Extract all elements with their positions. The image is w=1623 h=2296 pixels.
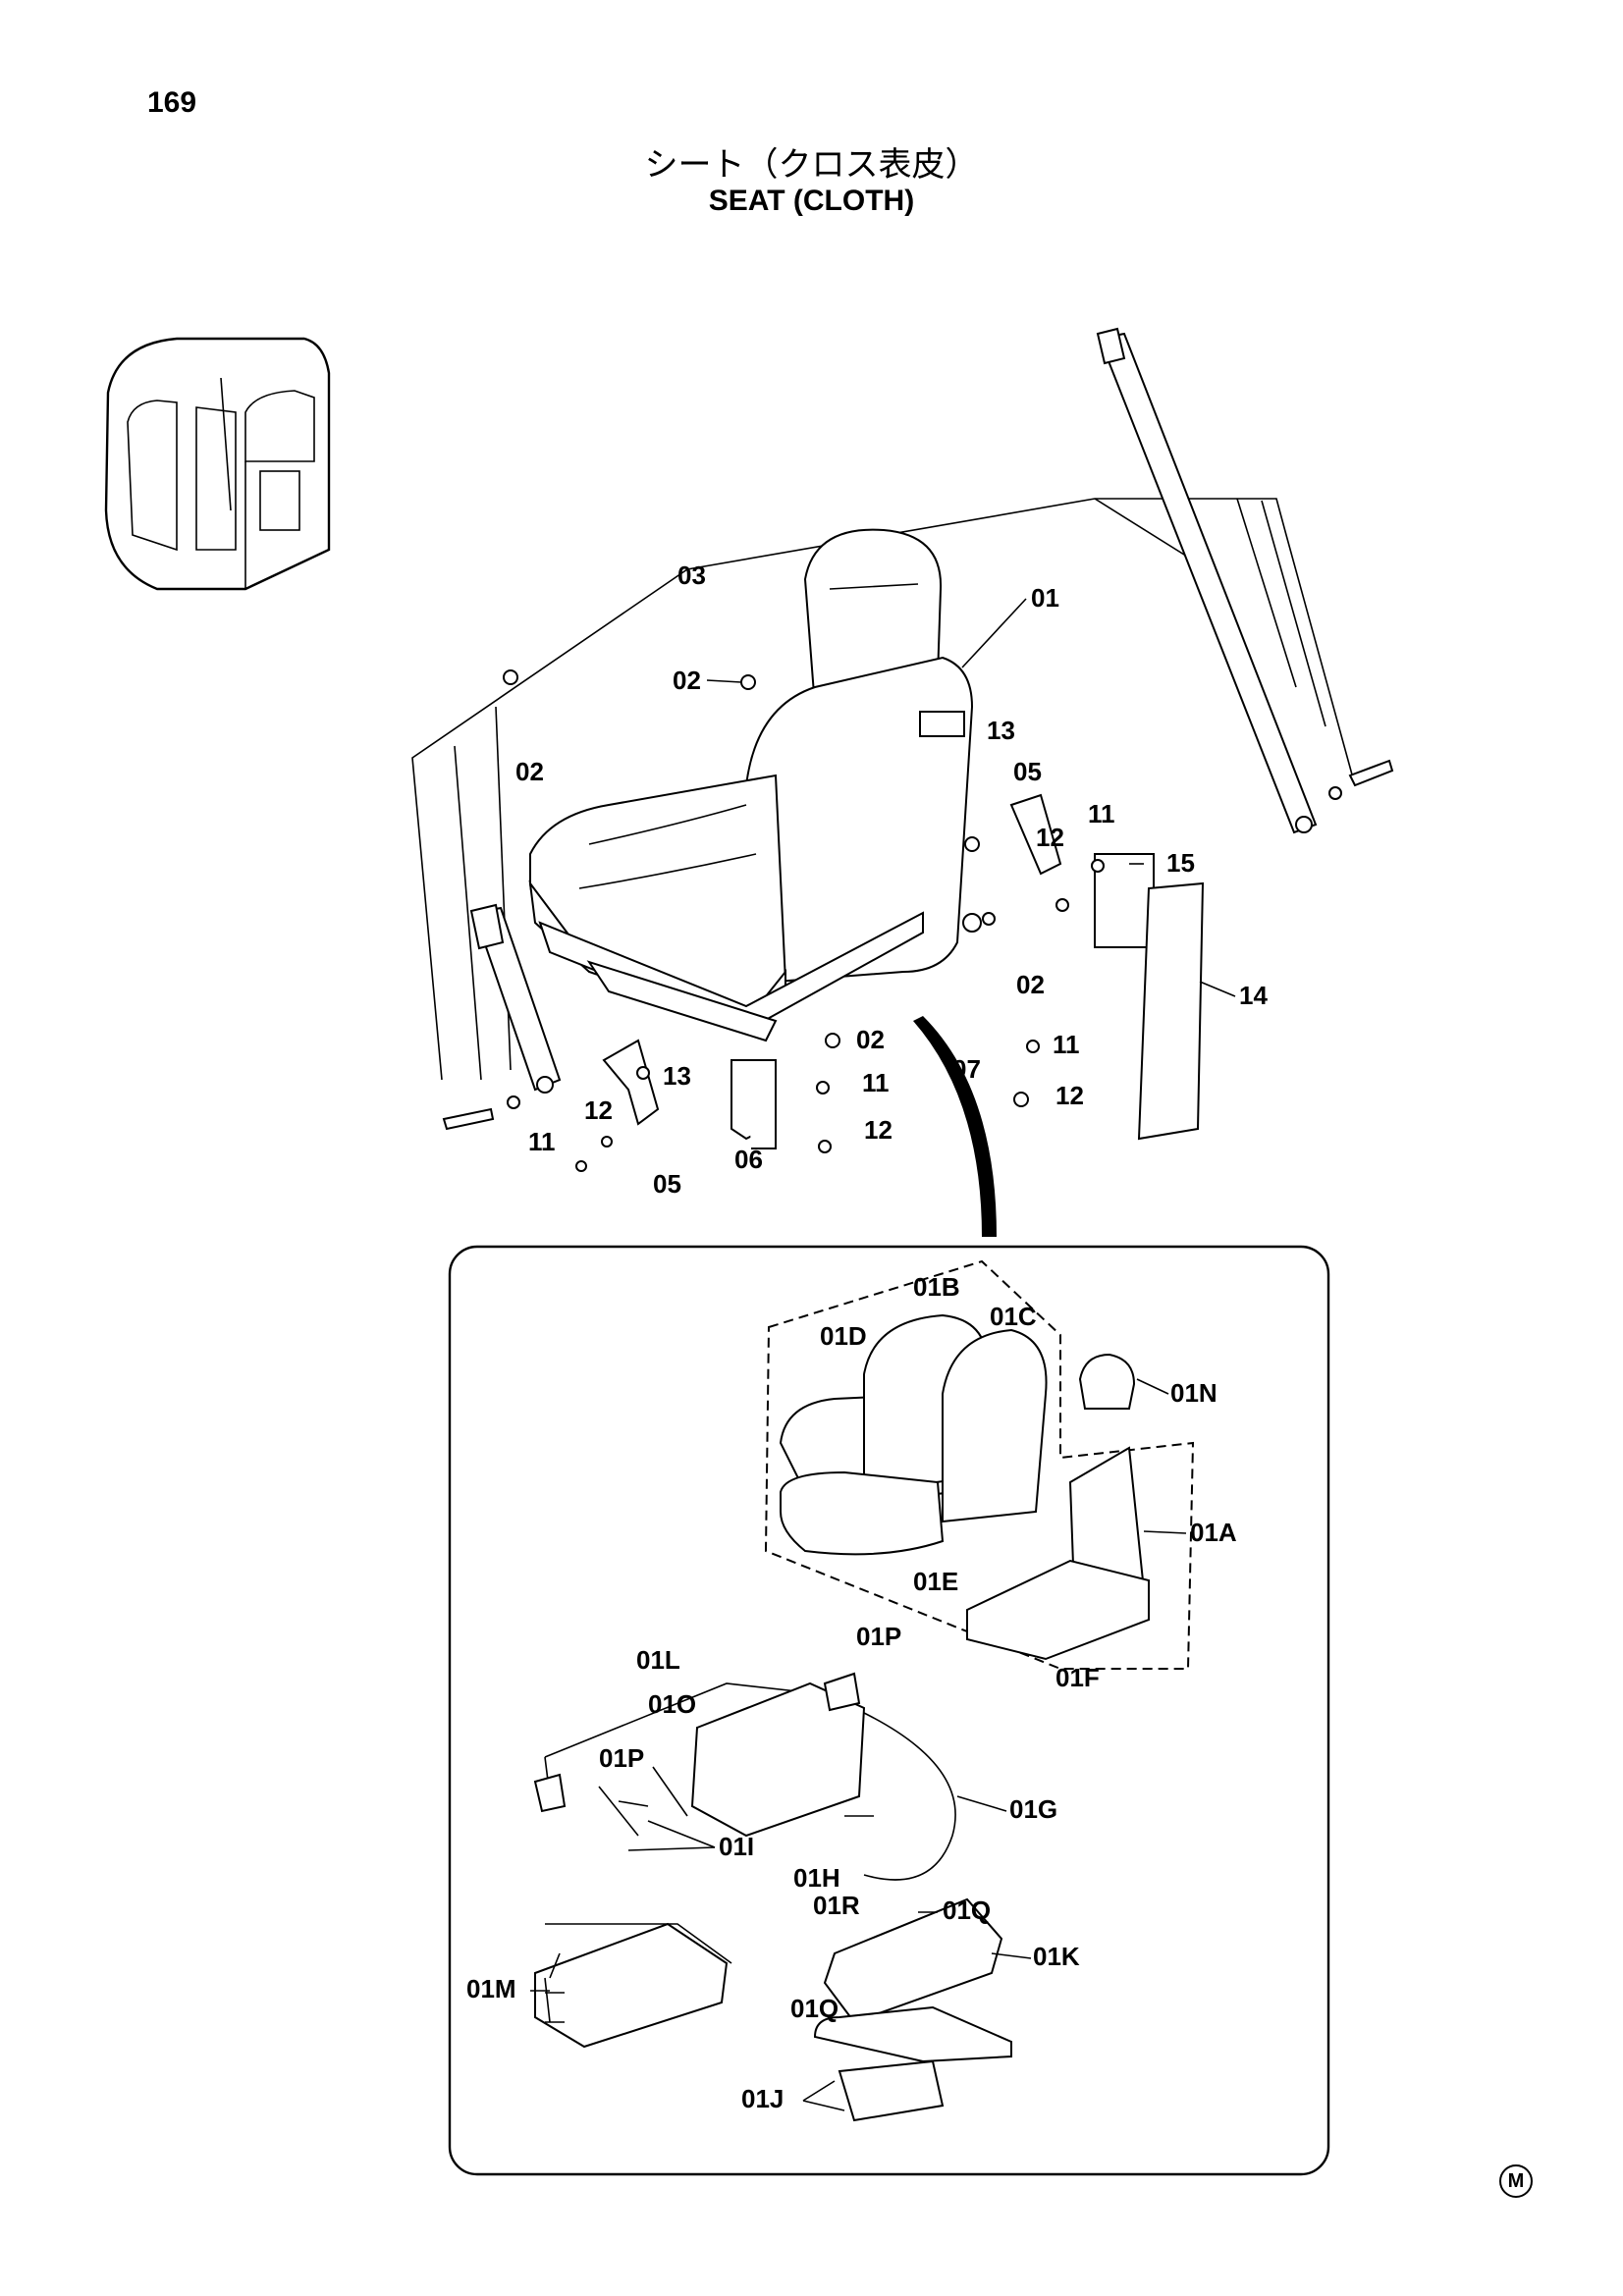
leader-lines	[530, 598, 1236, 2111]
label-01I: 01I	[719, 1832, 754, 1861]
label-15: 15	[1166, 848, 1195, 878]
label-03: 03	[677, 561, 706, 590]
label-02-right: 02	[1016, 970, 1045, 999]
label-01A: 01A	[1190, 1518, 1237, 1547]
label-11-right-top: 11	[1088, 799, 1115, 828]
label-01F: 01F	[1055, 1663, 1100, 1692]
page-number: 169	[147, 86, 197, 119]
label-01Q-right: 01Q	[943, 1896, 991, 1925]
label-01M: 01M	[466, 1974, 516, 2003]
seat-belt-right	[1096, 327, 1394, 834]
label-05-right: 05	[1013, 757, 1042, 786]
part-labels: 03 01 02 02 13 05 11 12 15 14 02 02 07 1…	[466, 561, 1268, 2113]
label-01B: 01B	[913, 1272, 960, 1302]
label-01D: 01D	[820, 1321, 867, 1351]
label-02-top: 02	[673, 666, 701, 695]
label-01C: 01C	[990, 1302, 1037, 1331]
label-01P-left: 01P	[599, 1743, 644, 1773]
label-02-left: 02	[515, 757, 544, 786]
suspension-parts	[533, 1672, 1012, 2122]
label-11-center: 11	[862, 1068, 890, 1097]
corner-mark: M	[1499, 2164, 1533, 2198]
detail-box	[448, 1245, 1330, 2176]
label-01O: 01O	[648, 1689, 696, 1719]
label-11-left: 11	[528, 1127, 556, 1156]
label-01K: 01K	[1033, 1942, 1080, 1971]
label-12-right-bottom: 12	[1055, 1081, 1084, 1110]
label-01H: 01H	[793, 1863, 840, 1893]
label-12-right-top: 12	[1036, 823, 1064, 852]
label-01N: 01N	[1170, 1378, 1217, 1408]
label-05-left: 05	[653, 1169, 681, 1199]
label-07: 07	[952, 1054, 981, 1084]
label-01J: 01J	[741, 2084, 784, 2113]
label-01R: 01R	[813, 1891, 860, 1920]
cushion-group	[764, 1259, 1195, 1670]
label-12-center: 12	[864, 1115, 893, 1145]
label-01: 01	[1031, 583, 1059, 613]
label-13-right: 13	[987, 716, 1015, 745]
label-01Q-bottom: 01Q	[790, 1994, 839, 2023]
label-14: 14	[1239, 981, 1268, 1010]
hardware-parts	[503, 669, 1205, 1172]
label-01G: 01G	[1009, 1794, 1057, 1824]
label-01E: 01E	[913, 1567, 958, 1596]
label-06: 06	[734, 1145, 763, 1174]
label-01L: 01L	[636, 1645, 680, 1675]
title-english: SEAT (CLOTH)	[708, 185, 915, 217]
label-11-right-bottom: 11	[1053, 1030, 1080, 1059]
seat-assembly	[528, 528, 974, 1042]
title-japanese: シート（クロス表皮）	[644, 145, 979, 185]
detail-pointer-arrow	[913, 1016, 997, 1237]
label-12-left: 12	[584, 1095, 613, 1125]
label-01P-top: 01P	[856, 1622, 901, 1651]
label-02-bottom: 02	[856, 1025, 885, 1054]
seat-belt-left	[442, 903, 562, 1131]
cab-thumbnail	[104, 337, 331, 591]
label-13-left: 13	[663, 1061, 691, 1091]
